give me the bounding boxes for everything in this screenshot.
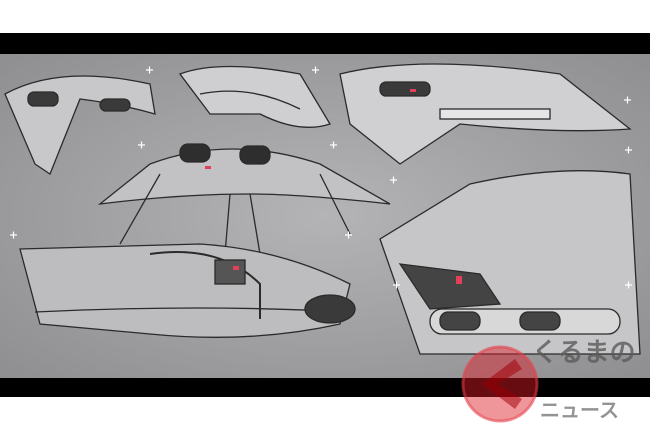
watermark-text-line1: くるまの: [532, 338, 636, 368]
crosshair-marks-icon: [10, 66, 632, 289]
watermark-text-line2: ニュース: [540, 398, 619, 422]
sketch-dashboard-top-left: [4, 75, 156, 175]
letterbox-top: [0, 33, 650, 54]
sketch-dashboard-center: [97, 143, 391, 255]
watermark-logo-icon: [461, 345, 539, 423]
sketch-interior-right: [379, 170, 641, 355]
sketch-side-view-bottom-left: [19, 243, 356, 338]
sketch-artwork: [0, 54, 650, 378]
sketch-console-top-middle: [178, 65, 331, 128]
